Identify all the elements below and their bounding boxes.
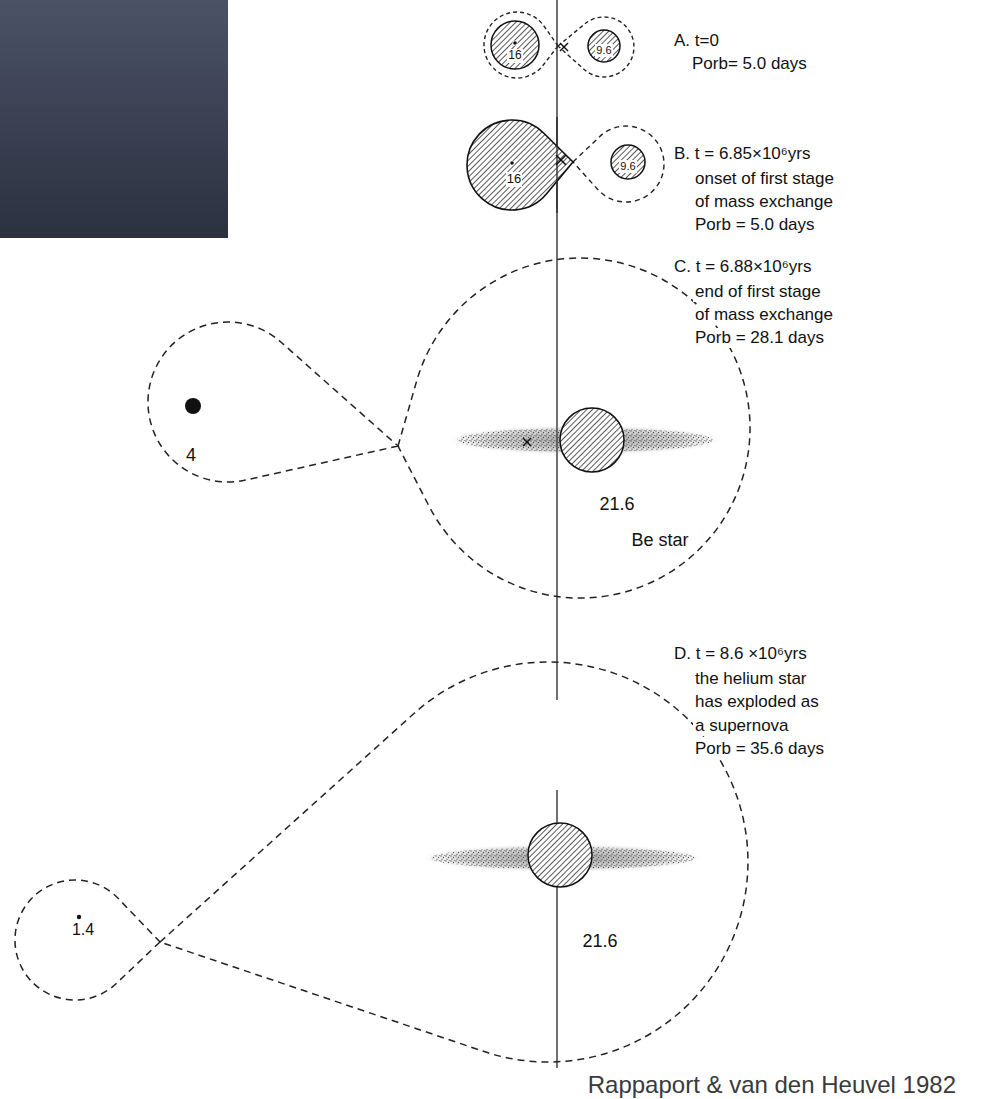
star-mass: 4 (185, 445, 197, 466)
compact-star (185, 398, 201, 414)
star-mass: 16 (506, 172, 522, 187)
star-dot: 4 (185, 398, 201, 414)
star-disc: 21.6Be star (560, 408, 624, 472)
compact-star (77, 915, 81, 919)
roche-lobe (160, 662, 748, 1062)
star-hatching (528, 823, 592, 887)
stage-caption: of mass exchange (693, 192, 835, 212)
star-outline (75, 913, 83, 921)
stage-caption: A. t=0 (672, 31, 721, 51)
star-hatching (588, 30, 620, 62)
star-centre-ground (512, 40, 517, 45)
mass-centre-cross (523, 438, 531, 446)
stage-caption: Porb = 28.1 days (693, 328, 826, 348)
roche-lobe (573, 126, 664, 202)
star-dot: 1.4 (75, 913, 83, 921)
stage-caption: of mass exchange (693, 305, 835, 325)
roche-lobe (148, 322, 398, 482)
star-ground (588, 30, 620, 62)
star-hatching (611, 145, 645, 179)
star-outline (489, 19, 541, 71)
star-disc: 16 (464, 117, 576, 213)
star-mass: 21.6 (598, 494, 635, 515)
star-mass: 1.4 (71, 921, 95, 939)
source-credit: Rappaport & van den Heuvel 1982 (586, 1071, 958, 1099)
stage-caption: Porb = 35.6 days (693, 739, 826, 759)
star-disc: 9.6 (586, 28, 622, 64)
lagrange-cross (556, 155, 566, 165)
lagrange-cross (556, 155, 566, 165)
star-disc: 21.6 (528, 823, 592, 887)
stage-caption: end of first stage (693, 282, 823, 302)
roche-lobe (484, 12, 558, 78)
stage-caption: B. t = 6.85×10⁶yrs (672, 144, 812, 164)
roche-lobe (15, 880, 160, 1000)
star-mass: 16 (507, 49, 522, 63)
stage-caption: the helium star (693, 669, 809, 689)
roche-lobe (558, 17, 634, 77)
stage-caption: a supernova (693, 716, 791, 736)
star-centre (513, 41, 517, 45)
star-mass: 21.6 (581, 931, 618, 952)
star-type: Be star (630, 530, 689, 551)
stage-caption: Porb = 5.0 days (693, 215, 817, 235)
stage-caption: has exploded as (693, 692, 821, 712)
star-outline (560, 408, 624, 472)
star-outline (464, 117, 576, 213)
stage-caption: onset of first stage (693, 169, 836, 189)
star-ground (491, 21, 539, 69)
star-hatching (491, 21, 539, 69)
star-ground (611, 145, 645, 179)
star-outline (528, 823, 592, 887)
star-mass: 9.6 (595, 44, 612, 57)
axis-line (556, 0, 557, 700)
lagrange-cross (560, 43, 568, 51)
star-disc: 16 (489, 19, 541, 71)
star-outline (185, 398, 201, 414)
stage-caption: D. t = 8.6 ×10⁶yrs (672, 644, 809, 664)
stage-caption: Porb= 5.0 days (690, 54, 809, 74)
slide-background (0, 0, 228, 238)
star-hatching (560, 408, 624, 472)
star-mass: 9.6 (619, 160, 636, 173)
star-disc: 9.6 (609, 143, 647, 181)
star-centre-ground (509, 160, 514, 165)
star-ground (560, 408, 624, 472)
stage-caption: C. t = 6.88×10⁶yrs (672, 257, 813, 277)
star-ground (528, 823, 592, 887)
star-centre (510, 161, 514, 165)
